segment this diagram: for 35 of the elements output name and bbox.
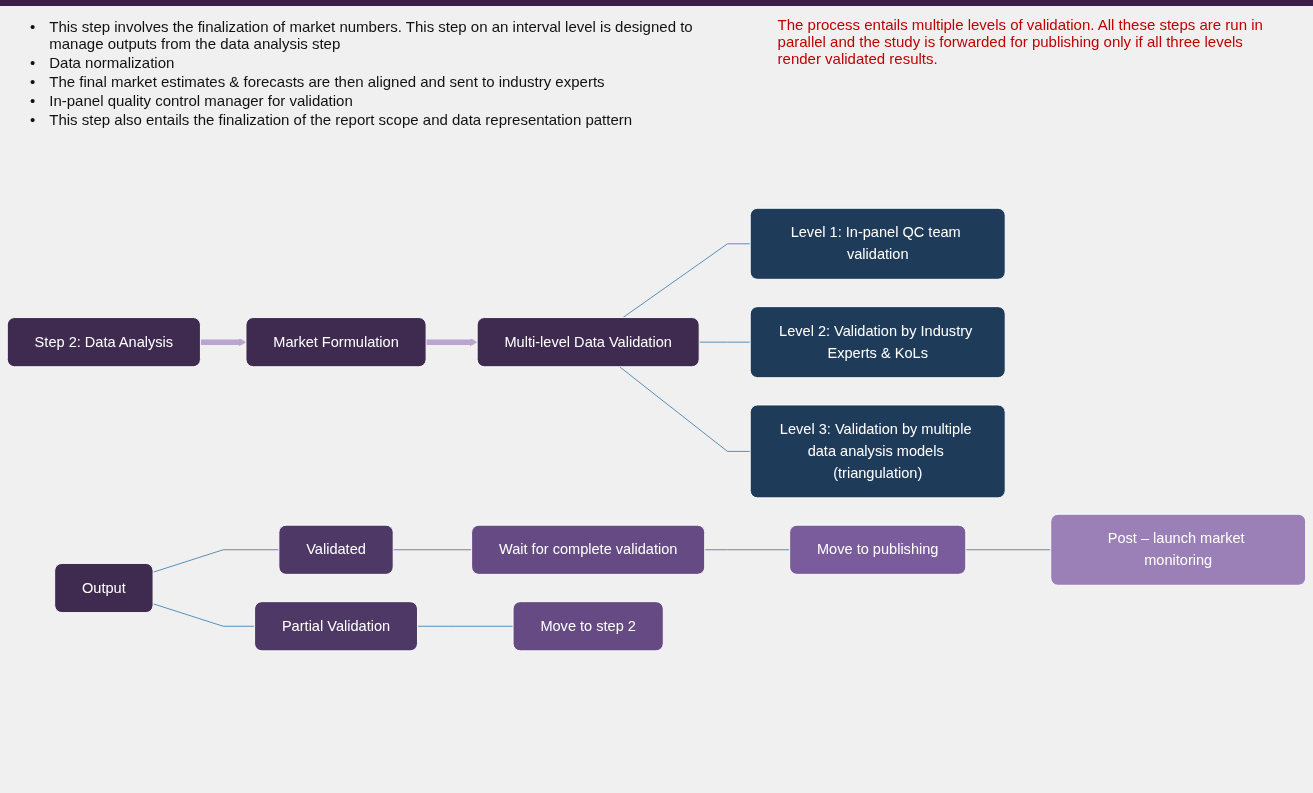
bullet-marker: •	[30, 54, 36, 71]
bullet-marker: •	[30, 73, 36, 90]
connector	[619, 366, 751, 453]
connector	[698, 342, 751, 344]
node-box: Step 2: Data Analysis	[6, 317, 201, 368]
node-box: Partial Validation	[254, 601, 418, 652]
node-box: Post – launch market monitoring	[1050, 514, 1307, 587]
bullet-text: This step also entails the finalization of the report scope and data representation pattern	[49, 111, 633, 128]
bullet-marker: •	[30, 18, 36, 37]
bullet-marker: •	[30, 111, 36, 128]
connector	[417, 626, 514, 628]
connector	[152, 603, 256, 628]
node-box: Validated	[278, 525, 394, 576]
bullet-text: In-panel quality control manager for validation	[49, 92, 353, 109]
connector	[965, 549, 1052, 551]
node-box: Move to step 2	[512, 601, 664, 652]
bullet-marker: •	[30, 92, 36, 109]
connector	[622, 243, 751, 319]
node-box: Output	[54, 563, 154, 614]
node-box: Move to publishing	[789, 525, 967, 576]
node-box: Level 1: In-panel QC team validation	[749, 208, 1006, 281]
node-box: Market Formulation	[245, 317, 427, 368]
bullet-text: The final market estimates & forecasts are then aligned and sent to industry experts	[49, 73, 605, 90]
connector	[704, 549, 791, 551]
connector	[152, 549, 280, 574]
bullet-text: Data normalization	[49, 54, 175, 71]
note-text: The process entails multiple levels of validation. All these steps are run in parallel and the study is forwarded for publishing only if all three levels render validated results.	[777, 16, 1264, 67]
node-box: Multi-level Data Validation	[476, 317, 700, 368]
arrow	[200, 338, 247, 347]
connector	[392, 549, 473, 551]
arrow	[426, 338, 478, 347]
node-box: Level 2: Validation by Industry Experts & KoLs	[749, 306, 1006, 379]
bullet-text: This step involves the finalization of market numbers. This step on an interval level is designed to manage outputs from the data analysis step	[49, 18, 694, 52]
node-box: Level 3: Validation by multiple data analysis models (triangulation)	[749, 404, 1006, 499]
node-box: Wait for complete validation	[471, 525, 706, 576]
